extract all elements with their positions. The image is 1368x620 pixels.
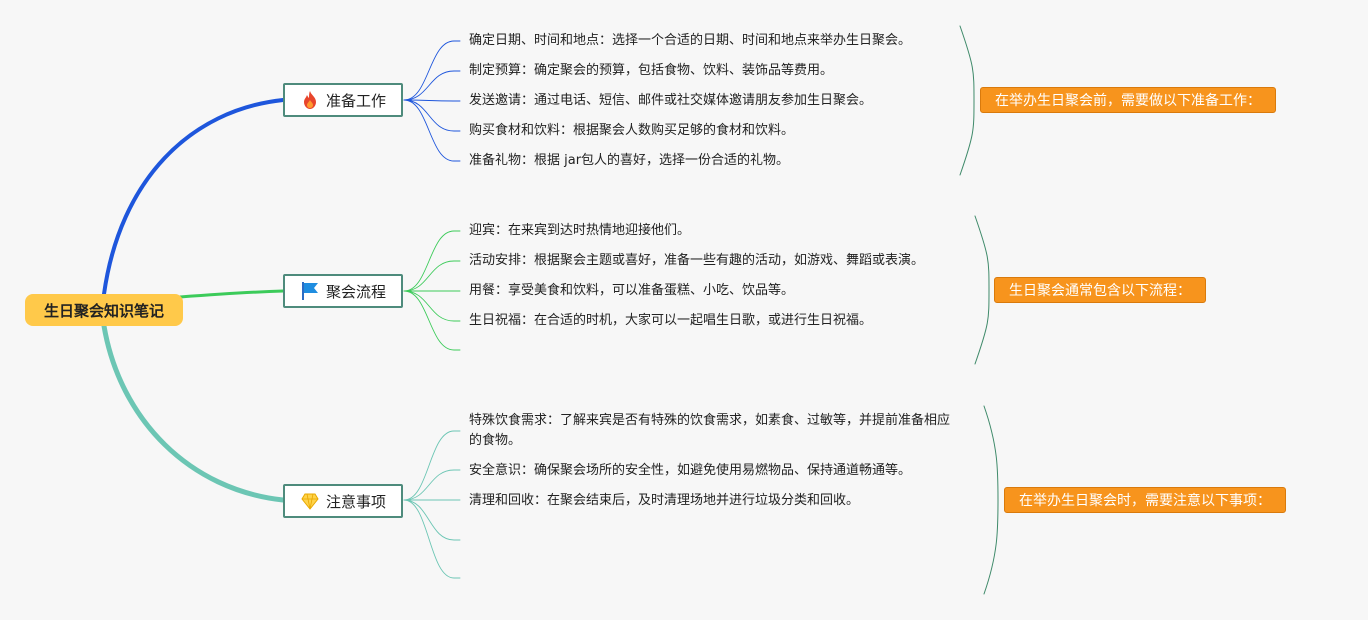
fire-icon <box>300 90 320 110</box>
leaf-item[interactable]: 生日祝福：在合适的时机，大家可以一起唱生日歌，或进行生日祝福。 <box>469 313 873 328</box>
summary-bracket <box>983 405 999 595</box>
leaf-item[interactable]: 安全意识：确保聚会场所的安全性，如避免使用易燃物品、保持通道畅通等。 <box>469 463 912 478</box>
leaf-line <box>403 499 461 579</box>
leaf-item[interactable]: 准备礼物：根据 jar包人的喜好，选择一份合适的礼物。 <box>469 153 790 168</box>
leaf-line <box>403 70 461 101</box>
root-topic[interactable]: 生日聚会知识笔记 <box>25 294 183 326</box>
leaf-item[interactable]: 用餐：享受美食和饮料，可以准备蛋糕、小吃、饮品等。 <box>469 283 795 298</box>
leaf-line <box>403 290 461 351</box>
leaf-line <box>403 260 461 292</box>
leaf-line <box>403 290 461 322</box>
leaf-line <box>403 40 461 101</box>
topic-preparation[interactable]: 准备工作 <box>283 83 403 117</box>
leaf-item[interactable]: 制定预算：确定聚会的预算，包括食物、饮料、装饰品等费用。 <box>469 63 834 78</box>
topic-label: 注意事项 <box>325 492 386 511</box>
branch-line-preparation <box>102 98 285 296</box>
leaf-item[interactable]: 发送邀请：通过电话、短信、邮件或社交媒体邀请朋友参加生日聚会。 <box>469 93 873 108</box>
topic-notes[interactable]: 注意事项 <box>283 484 403 518</box>
leaf-item[interactable]: 购买食材和饮料：根据聚会人数购买足够的食材和饮料。 <box>469 123 795 138</box>
leaf-line <box>403 99 461 132</box>
leaf-line <box>403 430 461 501</box>
leaf-line <box>403 99 461 162</box>
summary-bracket <box>959 25 975 176</box>
branch-line-notes <box>101 323 286 503</box>
leaf-item[interactable]: 确定日期、时间和地点：选择一个合适的日期、时间和地点来举办生日聚会。 <box>469 33 912 48</box>
leaf-line <box>403 499 461 541</box>
summary-preparation[interactable]: 在举办生日聚会前，需要做以下准备工作： <box>980 87 1276 113</box>
topic-party-flow[interactable]: 聚会流程 <box>283 274 403 308</box>
flag-icon <box>300 281 320 301</box>
summary-notes[interactable]: 在举办生日聚会时，需要注意以下事项： <box>1004 487 1286 513</box>
diamond-icon <box>300 491 320 511</box>
topic-label: 准备工作 <box>325 91 386 110</box>
branch-line-party-flow <box>178 289 285 299</box>
leaf-line <box>403 230 461 292</box>
leaf-item[interactable]: 特殊饮食需求：了解来宾是否有特殊的饮食需求，如素食、过敏等，并提前准备相应的食物… <box>469 413 951 448</box>
leaf-item[interactable]: 迎宾：在来宾到达时热情地迎接他们。 <box>469 223 691 238</box>
leaf-line <box>403 469 461 501</box>
summary-party-flow[interactable]: 生日聚会通常包含以下流程： <box>994 277 1206 303</box>
leaf-item[interactable]: 活动安排：根据聚会主题或喜好，准备一些有趣的活动，如游戏、舞蹈或表演。 <box>469 253 925 268</box>
summary-bracket <box>974 215 990 365</box>
leaf-item[interactable]: 清理和回收：在聚会结束后，及时清理场地并进行垃圾分类和回收。 <box>469 493 860 508</box>
leaf-line <box>403 99 461 102</box>
topic-label: 聚会流程 <box>325 282 386 301</box>
